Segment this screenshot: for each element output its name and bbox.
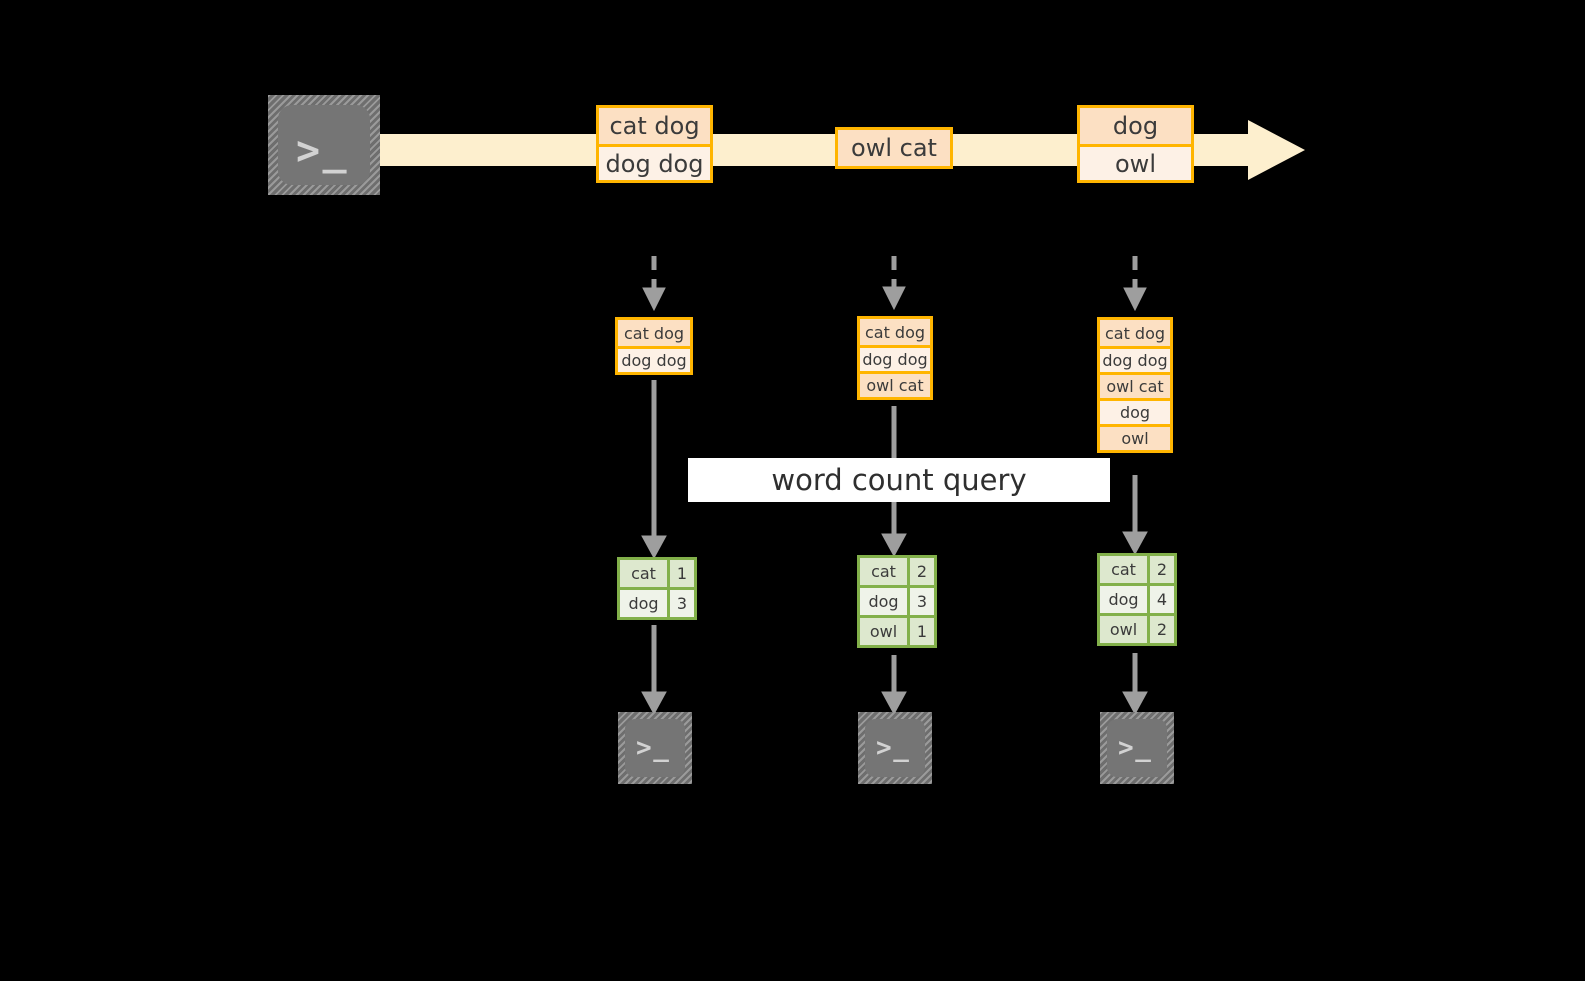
count-cell: 2 bbox=[1147, 616, 1174, 643]
word-cell: cat bbox=[860, 558, 907, 585]
table-row: owl 1 bbox=[860, 615, 934, 645]
snapshot-2-result-table[interactable]: cat 2 dog 3 owl 1 bbox=[857, 555, 937, 648]
terminal-screen: >_ bbox=[625, 719, 685, 777]
terminal-prompt-icon: >_ bbox=[636, 733, 671, 763]
query-connectors bbox=[641, 380, 1148, 560]
snapshot-1-result-table[interactable]: cat 1 dog 3 bbox=[617, 557, 697, 620]
input-row: dog dog bbox=[1100, 346, 1170, 372]
word-cell: cat bbox=[1100, 556, 1147, 583]
table-row: dog 3 bbox=[620, 587, 694, 617]
count-cell: 4 bbox=[1147, 586, 1174, 613]
input-row: owl bbox=[1100, 424, 1170, 450]
count-cell: 2 bbox=[907, 558, 934, 585]
count-cell: 1 bbox=[667, 560, 694, 587]
input-row: dog bbox=[1100, 398, 1170, 424]
terminal-screen: >_ bbox=[1107, 719, 1167, 777]
terminal-prompt-icon: >_ bbox=[876, 733, 911, 763]
stream-batch-3[interactable]: dog owl bbox=[1077, 105, 1194, 183]
stream-record: dog dog bbox=[599, 144, 710, 180]
stream-record: owl cat bbox=[838, 130, 950, 166]
table-row: cat 1 bbox=[620, 560, 694, 587]
input-row: cat dog bbox=[860, 319, 930, 345]
snapshot-3-result-table[interactable]: cat 2 dog 4 owl 2 bbox=[1097, 553, 1177, 646]
terminal-prompt-icon: >_ bbox=[1118, 733, 1153, 763]
table-row: owl 2 bbox=[1100, 613, 1174, 643]
word-cell: dog bbox=[620, 590, 667, 617]
query-label: word count query bbox=[688, 458, 1110, 502]
terminal-screen: >_ bbox=[278, 105, 370, 185]
table-row: dog 3 bbox=[860, 585, 934, 615]
snapshot-2-input-table[interactable]: cat dog dog dog owl cat bbox=[857, 316, 933, 400]
stream-record: dog bbox=[1080, 108, 1191, 144]
stream-batch-1[interactable]: cat dog dog dog bbox=[596, 105, 713, 183]
input-row: owl cat bbox=[860, 371, 930, 397]
input-row: owl cat bbox=[1100, 372, 1170, 398]
source-terminal-icon: >_ bbox=[268, 95, 380, 195]
input-row: cat dog bbox=[1100, 320, 1170, 346]
snapshot-3-sink-terminal-icon: >_ bbox=[1100, 712, 1174, 784]
word-cell: owl bbox=[860, 618, 907, 645]
table-row: cat 2 bbox=[860, 558, 934, 585]
word-cell: owl bbox=[1100, 616, 1147, 643]
count-cell: 1 bbox=[907, 618, 934, 645]
stream-record: cat dog bbox=[599, 108, 710, 144]
snapshot-1-input-table[interactable]: cat dog dog dog bbox=[615, 317, 693, 375]
terminal-screen: >_ bbox=[865, 719, 925, 777]
snapshot-1-sink-terminal-icon: >_ bbox=[618, 712, 692, 784]
count-cell: 2 bbox=[1147, 556, 1174, 583]
word-cell: dog bbox=[1100, 586, 1147, 613]
snapshot-tap-arrows bbox=[642, 256, 1147, 312]
count-cell: 3 bbox=[667, 590, 694, 617]
snapshot-2-sink-terminal-icon: >_ bbox=[858, 712, 932, 784]
input-row: dog dog bbox=[618, 346, 690, 372]
snapshot-3-input-table[interactable]: cat dog dog dog owl cat dog owl bbox=[1097, 317, 1173, 453]
word-cell: cat bbox=[620, 560, 667, 587]
terminal-prompt-icon: >_ bbox=[296, 128, 349, 174]
table-row: dog 4 bbox=[1100, 583, 1174, 613]
sink-connectors bbox=[641, 625, 1148, 716]
word-cell: dog bbox=[860, 588, 907, 615]
input-row: cat dog bbox=[618, 320, 690, 346]
input-row: dog dog bbox=[860, 345, 930, 371]
stream-batch-2[interactable]: owl cat bbox=[835, 127, 953, 169]
stream-record: owl bbox=[1080, 144, 1191, 180]
count-cell: 3 bbox=[907, 588, 934, 615]
table-row: cat 2 bbox=[1100, 556, 1174, 583]
